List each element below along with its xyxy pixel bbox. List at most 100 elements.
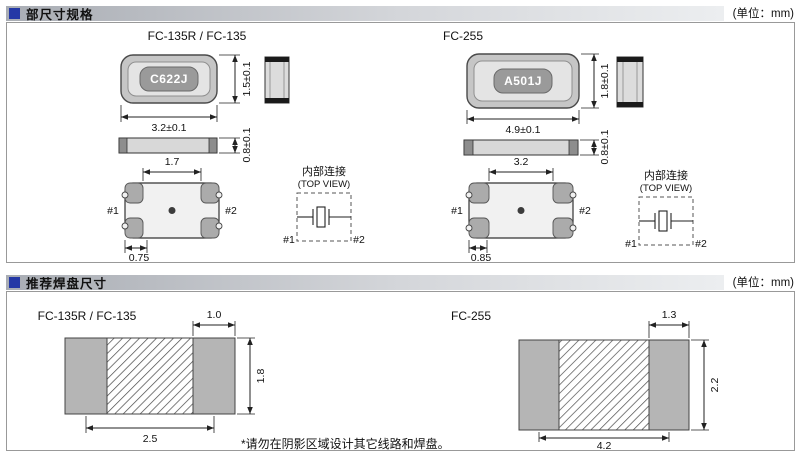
fc255-bottom-view: #1 #2: [451, 182, 591, 239]
fc135-model-label: FC-135R / FC-135: [148, 29, 247, 43]
fc135-center-mark: [168, 207, 176, 214]
fc255-thickness-label: 0.8±0.1: [599, 129, 611, 164]
fc255-end-body: [616, 56, 644, 108]
fc255-width-label: 4.9±0.1: [506, 124, 541, 136]
fc135-internal-pin1: #1: [283, 234, 295, 246]
fc135-dim-padwidth: 0.75: [124, 240, 150, 262]
fc255-pad-tl: [468, 182, 490, 204]
fc135-internal-subtitle: (TOP VIEW): [298, 179, 350, 190]
section-marker-icon: [9, 7, 20, 19]
land-section-header: 推荐焊盘尺寸 (单位：mm): [6, 274, 796, 291]
fc255-padwidth-label: 0.85: [471, 252, 492, 262]
crystal-symbol: [658, 210, 668, 232]
fc135-internal-pin2: #2: [353, 234, 365, 246]
fc135-side-body: [118, 137, 218, 154]
fc135-padwidth-label: 0.75: [129, 252, 150, 262]
fc135-pin1-label: #1: [107, 205, 119, 217]
fc255-pin1-label: #1: [451, 205, 463, 217]
outline-section-header: 部尺寸规格 (单位：mm): [6, 5, 796, 22]
fc255-chip-marking: A501J: [504, 74, 542, 88]
fc255-internal-pin2: #2: [695, 238, 707, 250]
fc135-end-cap-top: [265, 57, 289, 62]
fc255-landpadheight-label: 2.2: [709, 378, 721, 393]
land-drawings: FC-135R / FC-135 1.0 1.8 2.5 FC-255: [38, 309, 721, 450]
fc255-pin2-label: #2: [579, 205, 591, 217]
section-marker-icon: [9, 276, 20, 288]
fc135-end-view: [264, 56, 290, 104]
fc255-internal-title: 内部连接: [644, 168, 688, 182]
outline-panel: FC-135R / FC-135 C622J 1.5±0.1 3.2±0.1: [6, 22, 795, 263]
fc135-land-pad-left: [64, 337, 108, 415]
fc135-landpadheight-label: 1.8: [255, 369, 267, 384]
fc255-side-terminal-left: [463, 139, 474, 156]
fc135-internal-title: 内部连接: [302, 164, 346, 178]
fc255-end-cap-top: [617, 57, 643, 62]
fc135-dim-width: 3.2±0.1: [120, 105, 218, 134]
fc255-dim-landpadwidth: 1.3: [648, 309, 690, 338]
fc135-landpadwidth-label: 1.0: [207, 309, 222, 321]
land-panel: FC-135R / FC-135 1.0 1.8 2.5 FC-255: [6, 291, 795, 451]
fc135-land-model-label: FC-135R / FC-135: [38, 309, 137, 323]
fc135-thickness-label: 0.8±0.1: [241, 127, 253, 162]
fc255-castellation: [569, 224, 577, 232]
fc135-pin2-label: #2: [225, 205, 237, 217]
fc255-land-pattern: FC-255 1.3 2.2 4.2: [451, 309, 721, 450]
fc135-landpitch-label: 2.5: [143, 433, 158, 445]
fc255-internal-subtitle: (TOP VIEW): [640, 183, 692, 194]
fc255-side-body: [463, 139, 579, 156]
fc255-center-mark: [517, 207, 525, 214]
fc255-dim-padwidth: 0.85: [468, 240, 492, 262]
fc135-side-view: [118, 137, 218, 154]
fc255-side-view: [463, 139, 579, 156]
fc135-side-terminal-left: [118, 137, 128, 154]
fc135-dim-landpitch: 2.5: [85, 416, 215, 445]
fc135-dim-padspan: 1.7: [142, 156, 202, 181]
fc255-castellation: [465, 191, 473, 199]
fc255-landpitch-label: 4.2: [597, 440, 612, 450]
land-header-bar: 推荐焊盘尺寸: [6, 274, 724, 291]
fc135-castellation: [215, 191, 223, 199]
fc135-castellation: [121, 191, 129, 199]
fc135-land-pattern: FC-135R / FC-135 1.0 1.8 2.5: [38, 309, 267, 445]
fc135-chip-marking: C622J: [150, 72, 188, 86]
fc255-dim-padspan: 3.2: [488, 156, 554, 181]
fc255-land-model-label: FC-255: [451, 309, 491, 323]
fc255-end-cap-bottom: [617, 102, 643, 107]
fc135-keepout-area: [106, 337, 194, 415]
fc135-bottom-view: #1 #2: [107, 182, 237, 239]
fc255-top-view: A501J: [466, 53, 580, 109]
fc135-dim-height: 1.5±0.1: [219, 54, 253, 104]
crystal-symbol: [316, 206, 326, 228]
outline-header-bar: 部尺寸规格: [6, 5, 724, 22]
fc255-dim-landpadheight: 2.2: [691, 339, 721, 431]
fc255-keepout-area: [558, 339, 650, 431]
fc255-model-label: FC-255: [443, 29, 483, 43]
outline-section-title: 部尺寸规格: [26, 7, 94, 22]
outline-drawings: FC-135R / FC-135 C622J 1.5±0.1 3.2±0.1: [107, 29, 707, 262]
fc135-top-view: C622J: [120, 54, 218, 104]
fc255-dim-width: 4.9±0.1: [466, 110, 580, 136]
fc255-pad-tr: [552, 182, 574, 204]
fc255-internal-connection: 内部连接 (TOP VIEW) #1 #2: [625, 168, 707, 250]
fc135-side-terminal-right: [208, 137, 218, 154]
fc135-group: FC-135R / FC-135 C622J 1.5±0.1 3.2±0.1: [107, 29, 365, 262]
fc255-dim-height: 1.8±0.1: [581, 53, 611, 109]
fc135-internal-connection: 内部连接 (TOP VIEW) #1 #2: [283, 164, 365, 246]
fc135-marking-area: [139, 66, 199, 92]
fc255-padspan-label: 3.2: [514, 156, 529, 168]
fc135-width-label: 3.2±0.1: [152, 122, 187, 134]
fc255-internal-pin1: #1: [625, 238, 637, 250]
fc255-end-view: [616, 56, 644, 108]
fc255-castellation: [569, 191, 577, 199]
fc135-height-label: 1.5±0.1: [241, 61, 253, 96]
keepout-note: *请勿在阴影区域设计其它线路和焊盘。: [241, 436, 450, 450]
fc255-side-terminal-right: [568, 139, 579, 156]
fc255-land-pad-right: [648, 339, 690, 431]
fc255-height-label: 1.8±0.1: [599, 63, 611, 98]
outline-unit-label: (单位：mm): [732, 8, 794, 20]
fc255-group: FC-255 A501J 1.8±0.1 4.9±0.1: [443, 29, 707, 262]
land-unit-label: (单位：mm): [732, 277, 794, 289]
fc255-dim-thickness: 0.8±0.1: [580, 129, 611, 164]
fc255-marking-area: [493, 68, 553, 94]
fc135-end-cap-bottom: [265, 98, 289, 103]
